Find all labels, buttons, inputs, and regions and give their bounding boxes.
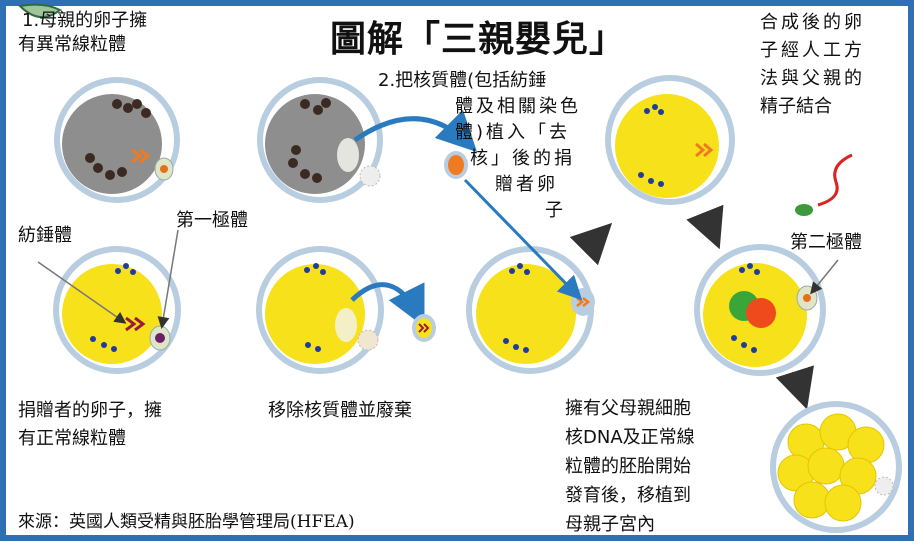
removal-arrow xyxy=(350,282,425,327)
donor-egg xyxy=(53,246,181,374)
step-arrow xyxy=(775,365,814,410)
step3-text-1: 合成後的卵 xyxy=(760,12,865,33)
step2-text-6: 子 xyxy=(545,200,563,221)
step3-text-2: 子經人工方 xyxy=(760,40,865,61)
second-polar-pointer xyxy=(810,259,839,295)
karyoplast xyxy=(444,151,468,179)
transfer-arrow xyxy=(353,109,478,153)
step2-text-4: 核」後的捐 xyxy=(470,148,575,169)
donor-egg-recipient xyxy=(466,246,595,374)
first-polar-body-label: 第一極體 xyxy=(176,210,248,231)
spindle-label: 紡錘體 xyxy=(18,225,72,246)
spindle-pointer xyxy=(37,261,127,324)
abnormal-mitochondria xyxy=(85,99,151,180)
step1-text-1: 1.母親的卵子擁 xyxy=(22,10,148,31)
embryo xyxy=(770,401,902,533)
step1-text-2: 有異常線粒體 xyxy=(18,34,126,55)
second-polar-body-label: 第二極體 xyxy=(790,232,862,253)
mother-egg-extraction xyxy=(257,77,383,203)
step2-text-5: 贈者卵 xyxy=(495,174,558,195)
embryo-text-3: 粒體的胚胎開始 xyxy=(565,456,691,477)
step3-text-4: 精子結合 xyxy=(760,96,832,117)
step-arrow xyxy=(569,222,613,266)
source-credit: 來源：英國人類受精與胚胎學管理局(HFEA) xyxy=(18,512,355,532)
fertilized-egg xyxy=(694,244,826,376)
step2-text-3: 體)植入「去 xyxy=(455,122,571,143)
mother-egg xyxy=(54,77,180,203)
donor-egg-enucleated xyxy=(256,246,384,374)
spindle-mark xyxy=(131,148,151,164)
reconstructed-egg xyxy=(605,75,735,205)
donor-text-1: 捐贈者的卵子，擁 xyxy=(18,400,162,421)
embryo-text-4: 發育後，移植到 xyxy=(565,485,691,506)
corner-leaf-icon xyxy=(17,3,62,18)
embryo-text-2: 核DNA及正常線 xyxy=(565,427,695,448)
embryo-text-5: 母親子宮內 xyxy=(565,514,655,535)
donor-text-2: 有正常線粒體 xyxy=(18,428,126,449)
page-title: 圖解「三親嬰兒」 xyxy=(330,19,627,60)
implant-arrow xyxy=(463,178,583,301)
step2-text-2: 體及相關染色 xyxy=(455,96,581,117)
sperm-icon xyxy=(795,153,853,216)
step3-text-3: 法與父親的 xyxy=(760,68,865,89)
remove-text: 移除核質體並廢棄 xyxy=(268,400,412,421)
first-polar-pointer xyxy=(157,229,179,329)
embryo-text-1: 擁有父母親細胞 xyxy=(565,398,691,419)
step2-text-1: 2.把核質體(包括紡錘 xyxy=(378,70,547,91)
discarded-karyoplast xyxy=(412,314,436,342)
step-arrow xyxy=(686,204,724,250)
